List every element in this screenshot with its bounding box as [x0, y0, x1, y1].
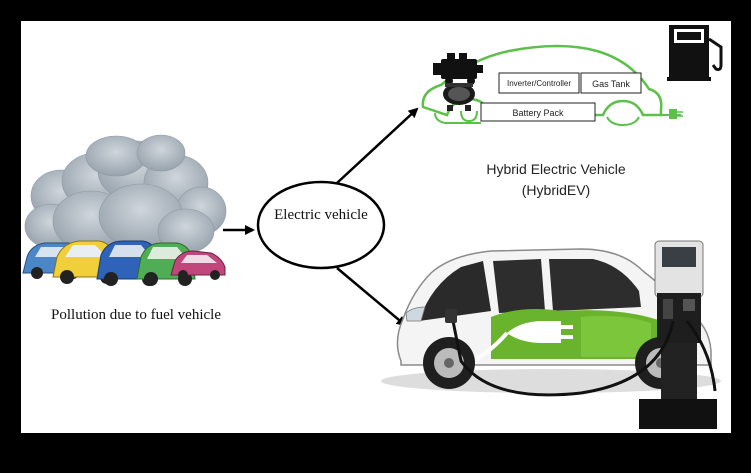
- hybrid-ev-subtitle: (HybridEV): [521, 182, 591, 198]
- motor-icon: [443, 83, 475, 111]
- engine-icon: [433, 53, 483, 85]
- gas-tank-box: [580, 72, 642, 94]
- diagram-canvas: Pollution due to fuel vehicle Electric v…: [21, 21, 731, 433]
- electric-vehicle-node: [256, 180, 386, 270]
- inverter-controller-label: Inverter/Controller: [506, 79, 572, 88]
- pollution-label: Pollution due to fuel vehicle: [51, 307, 221, 323]
- hybrid-ev-label: Hybrid Electric Vehicle (HybridEV): [441, 159, 671, 201]
- charging-station-icon: [445, 240, 717, 429]
- plug-icon: [669, 109, 683, 119]
- electric-vehicle-label: Electric vehicle: [274, 207, 368, 223]
- battery-pack-label: Battery Pack: [512, 108, 564, 118]
- battery-pack-box: [480, 102, 596, 122]
- arrow-ev-to-electric-car: [336, 267, 407, 327]
- inverter-controller-box: [498, 72, 580, 94]
- car-icon: [170, 250, 226, 280]
- arrow-ev-to-hybrid: [336, 107, 419, 184]
- diagram-graphics: [22, 25, 723, 429]
- gas-tank-label: Gas Tank: [592, 79, 630, 89]
- smoke-cloud-icon: [24, 134, 227, 254]
- hybrid-ev-title: Hybrid Electric Vehicle: [486, 161, 626, 177]
- fuel-pump-icon: [667, 25, 723, 81]
